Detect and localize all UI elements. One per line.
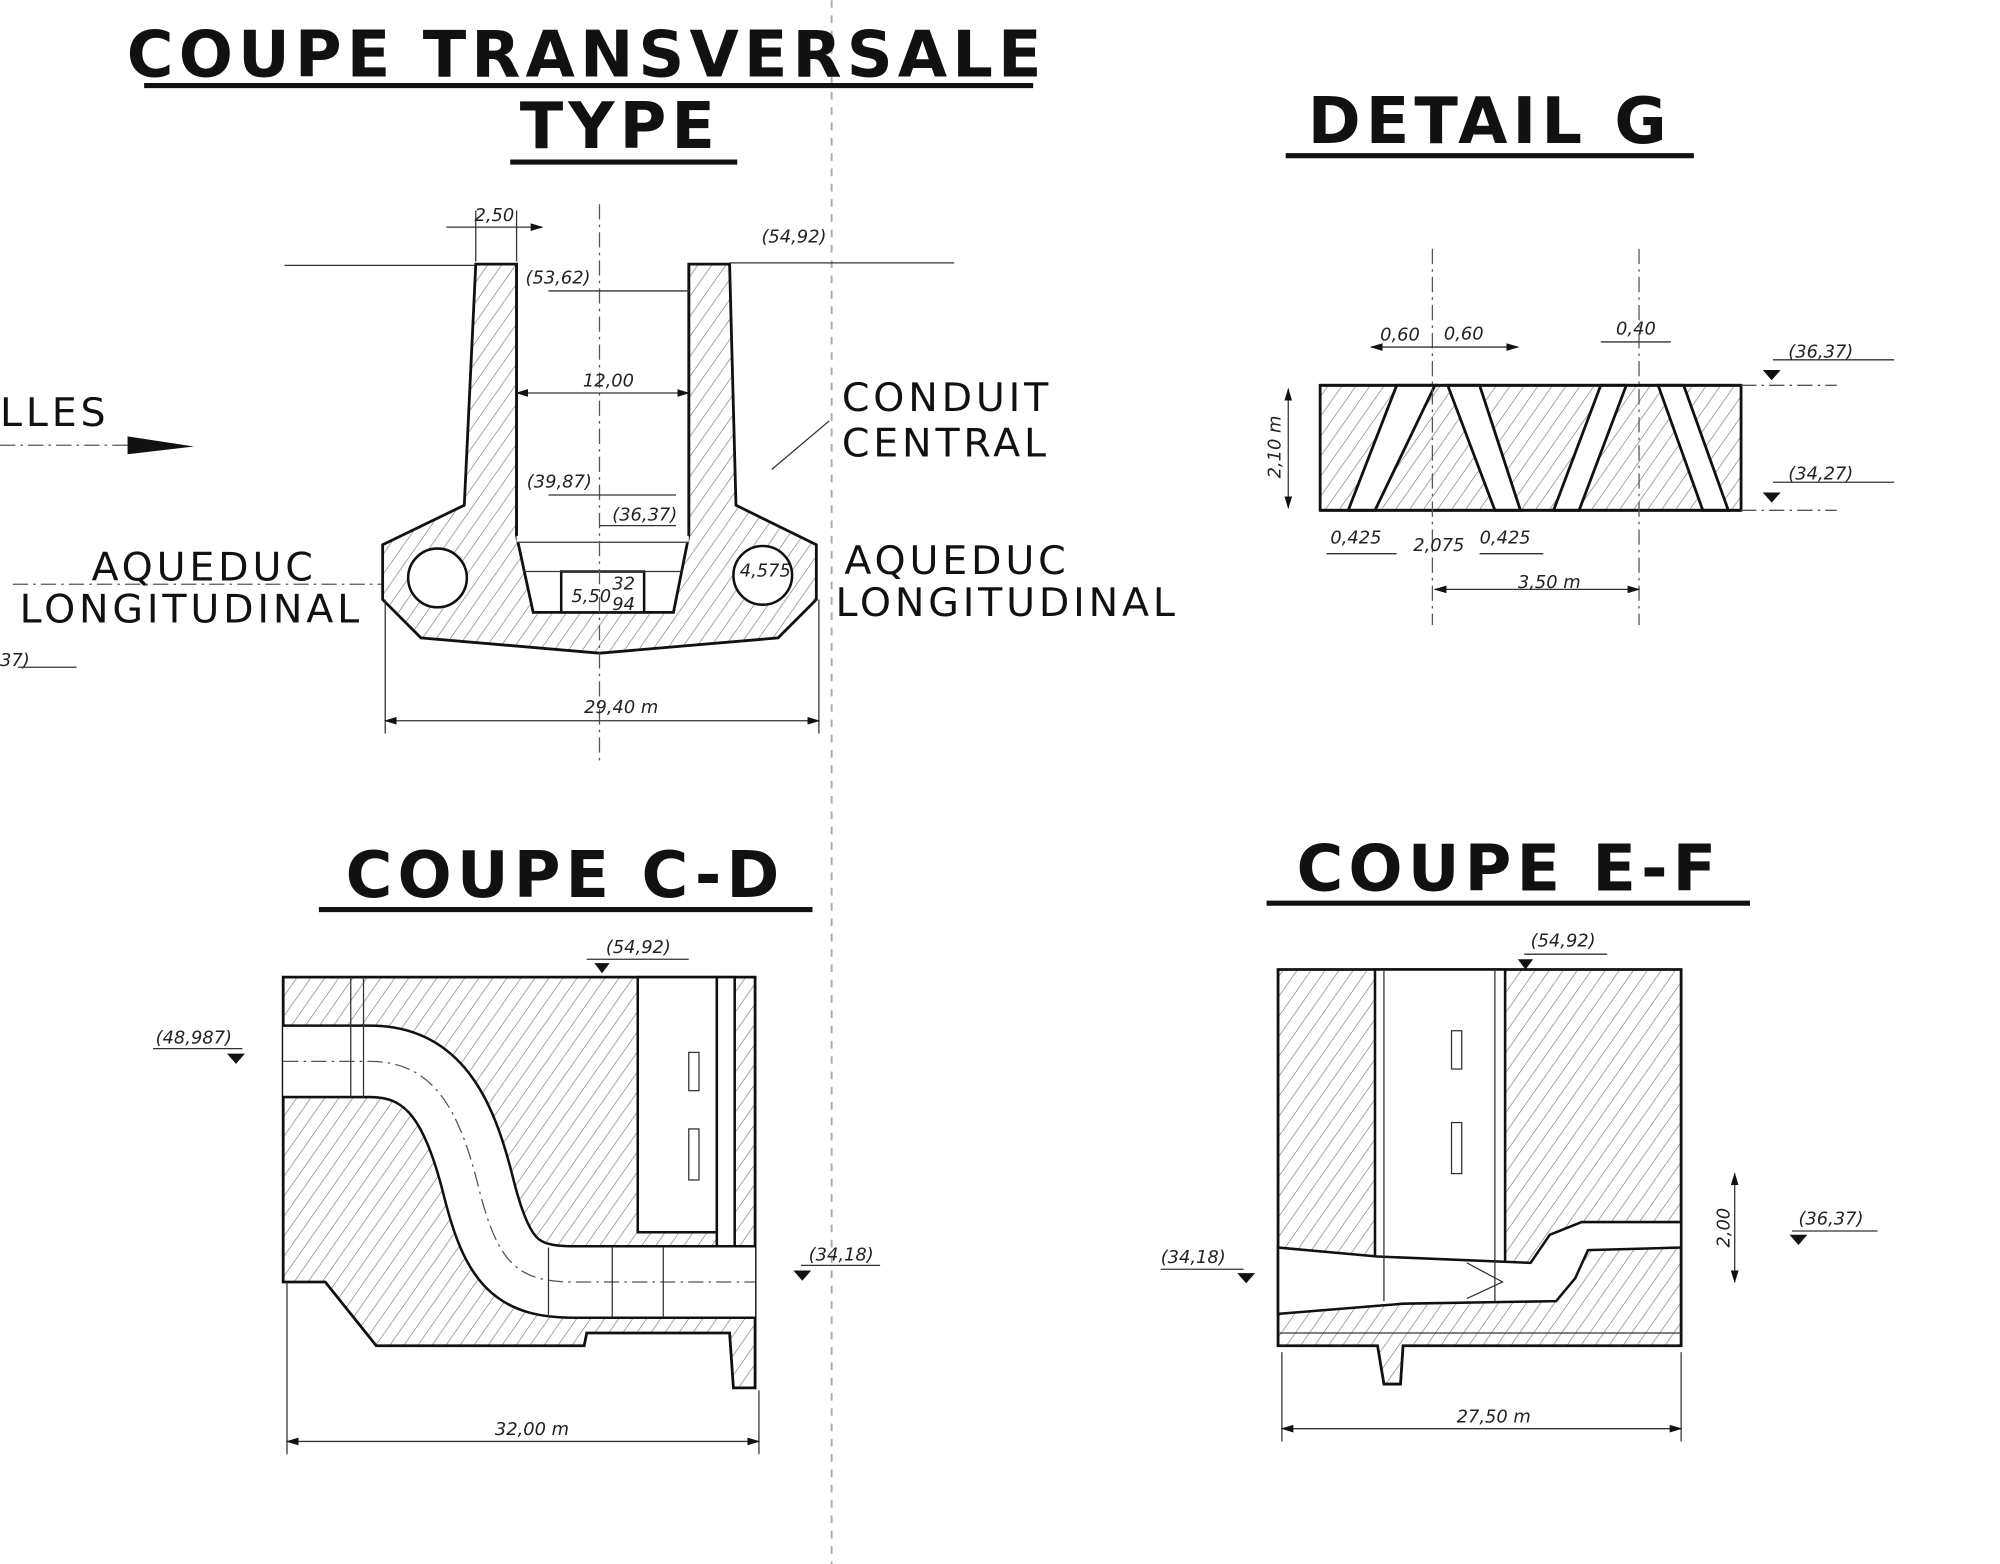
aqueduc-right-label: AQUEDUC [844,538,1069,584]
flow-arrow-icon [0,436,194,455]
top-level-marker: (54,92) [761,226,826,247]
svg-text:DETAIL G: DETAIL G [1308,85,1672,159]
longitudinal-right-label: LONGITUDINAL [835,580,1178,626]
detail-dim-1: 0,60 [1380,325,1420,346]
title-coupe-transversale: COUPE TRANSVERSALE TYPE [127,19,1047,165]
detail-bottom-dim-2: 2,075 [1413,535,1464,556]
title-detail-g: DETAIL G [1285,85,1694,159]
coupe-ef-drawing [1160,953,1878,1442]
ef-left-level-marker: (34,18) [1161,1247,1226,1268]
cd-outlet-level-marker: (34,18) [809,1244,874,1265]
conduit-width-dimension: 5,50 [571,586,611,607]
detail-dim-2: 0,60 [1444,323,1484,344]
detail-bottom-dim-3: 0,425 [1480,527,1531,548]
detail-dim-3: 0,40 [1616,318,1656,339]
cd-inlet-level-marker: (48,987) [156,1027,232,1048]
floor-level-marker: (36,37) [612,505,677,526]
wall-width-dimension: 2,50 [474,205,514,226]
flow-direction-label: LLES [0,390,109,436]
ef-top-level-marker: (54,92) [1531,931,1596,952]
aqueduc-left-label: AQUEDUC [92,544,317,590]
detail-height-dimension: 2,10 m [1265,416,1286,479]
title-coupe-ef: COUPE E-F [1266,832,1750,906]
high-water-level-marker: (53,62) [526,267,591,288]
svg-text:TYPE: TYPE [520,90,720,164]
total-width-dimension: 29,40 m [584,697,658,718]
ef-total-length-dimension: 27,50 m [1457,1406,1531,1427]
conduit-label: CONDUIT [842,375,1052,421]
cd-top-level-marker: (54,92) [606,937,671,958]
detail-top-level-marker: (36,37) [1788,341,1853,362]
cross-section-drawing [284,204,955,766]
partial-level-label: 37) [0,650,30,671]
detail-bottom-level-marker: (34,27) [1788,464,1853,485]
detail-g-drawing [1284,248,1895,626]
detail-spacing-dimension: 3,50 m [1518,572,1581,593]
ef-right-level-marker: (36,37) [1798,1209,1863,1230]
low-water-level-marker: (39,87) [527,471,592,492]
aqueduc-diameter-dimension: 4,575 [740,561,791,582]
inner-width-dimension: 12,00 [583,371,634,392]
longitudinal-left-label: LONGITUDINAL [20,587,363,633]
svg-text:COUPE C-D: COUPE C-D [346,839,785,913]
conduit-small-dimension-2: 94 [612,594,635,615]
svg-text:COUPE E-F: COUPE E-F [1297,832,1722,906]
coupe-cd-drawing [153,958,881,1455]
title-coupe-cd: COUPE C-D [318,839,813,913]
cd-total-length-dimension: 32,00 m [495,1419,569,1440]
detail-bottom-dim-1: 0,425 [1330,527,1381,548]
conduit-small-dimension: 32 [612,573,635,594]
ef-step-height-dimension: 2,00 [1714,1208,1735,1248]
svg-text:COUPE TRANSVERSALE: COUPE TRANSVERSALE [127,19,1047,93]
central-label: CENTRAL [842,421,1050,467]
